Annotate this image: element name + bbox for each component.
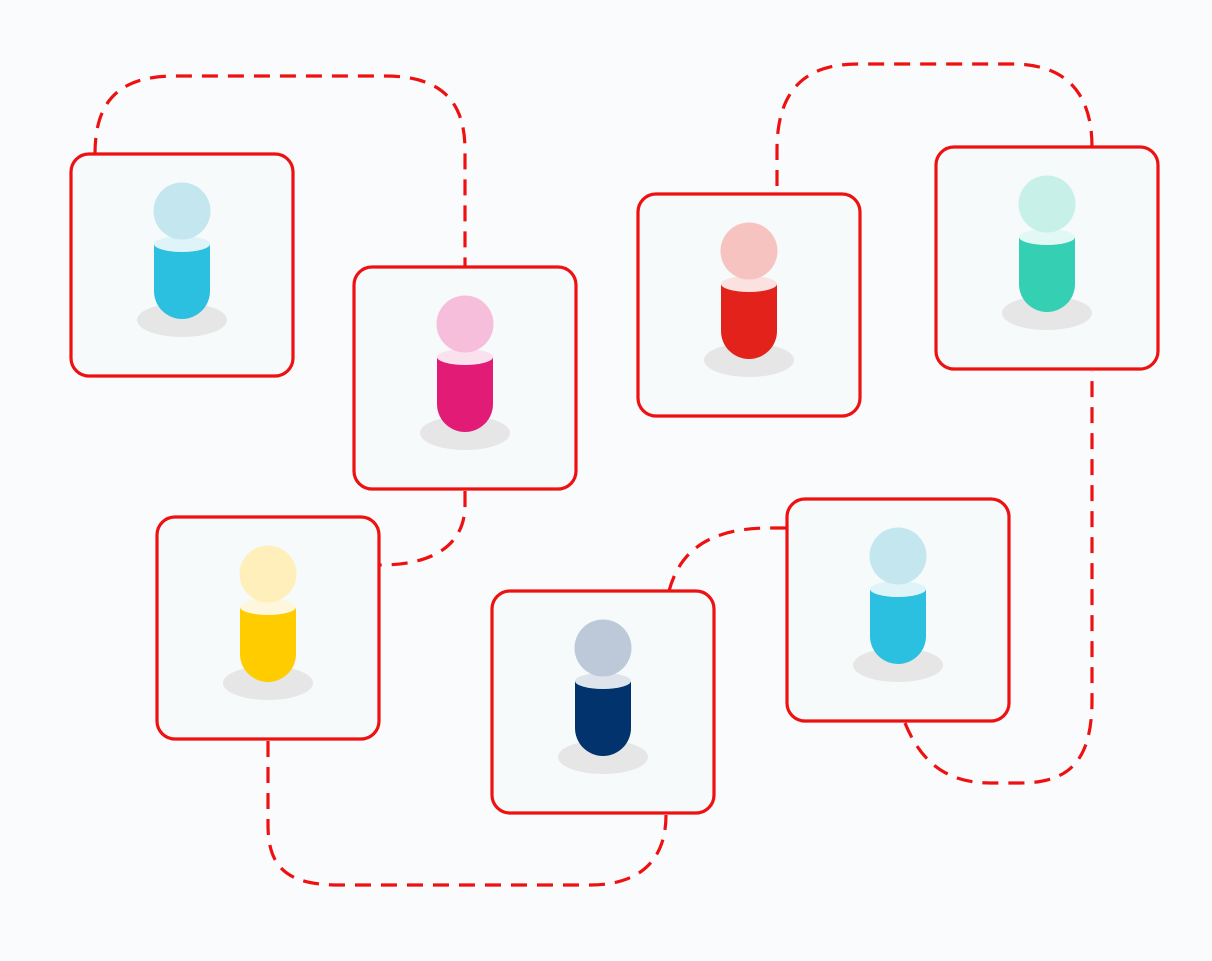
person-shadow <box>420 416 510 450</box>
person-card <box>785 497 1011 723</box>
person-icon <box>853 527 943 682</box>
dashed-connector-p1-p2 <box>93 74 467 267</box>
person-shadow <box>137 303 227 337</box>
person-head <box>869 527 927 585</box>
person-icon <box>137 182 227 337</box>
person-collar <box>721 276 777 292</box>
person-icon <box>1002 175 1092 330</box>
dashed-connector-p6-p7 <box>667 526 787 592</box>
person-body <box>870 589 926 664</box>
person-body <box>721 284 777 359</box>
person-body <box>575 681 631 756</box>
person-icon <box>223 545 313 700</box>
dashed-connector-p2-p5 <box>379 491 467 567</box>
person-head <box>720 222 778 280</box>
person-shadow <box>853 648 943 682</box>
person-cards <box>69 145 1160 815</box>
person-collar <box>154 236 210 252</box>
person-collar <box>240 599 296 615</box>
person-body <box>437 357 493 432</box>
person-icon <box>420 295 510 450</box>
person-head <box>239 545 297 603</box>
person-shadow <box>704 343 794 377</box>
person-head <box>574 619 632 677</box>
person-card <box>155 515 381 741</box>
person-card <box>636 192 862 418</box>
person-head <box>153 182 211 240</box>
person-body <box>240 607 296 682</box>
person-collar <box>870 581 926 597</box>
person-card <box>352 265 578 491</box>
dashed-connector-p7-p4 <box>903 371 1094 785</box>
person-collar <box>575 673 631 689</box>
person-icon <box>558 619 648 774</box>
person-shadow <box>223 666 313 700</box>
person-card <box>490 589 716 815</box>
person-body <box>154 244 210 319</box>
person-card <box>69 152 295 378</box>
person-shadow <box>558 740 648 774</box>
person-collar <box>437 349 493 365</box>
person-shadow <box>1002 296 1092 330</box>
connectors <box>93 62 1094 887</box>
person-collar <box>1019 229 1075 245</box>
person-head <box>1018 175 1076 233</box>
person-icon <box>704 222 794 377</box>
person-body <box>1019 237 1075 312</box>
person-card <box>934 145 1160 371</box>
dashed-connector-p5-p6 <box>266 741 668 887</box>
person-head <box>436 295 494 353</box>
